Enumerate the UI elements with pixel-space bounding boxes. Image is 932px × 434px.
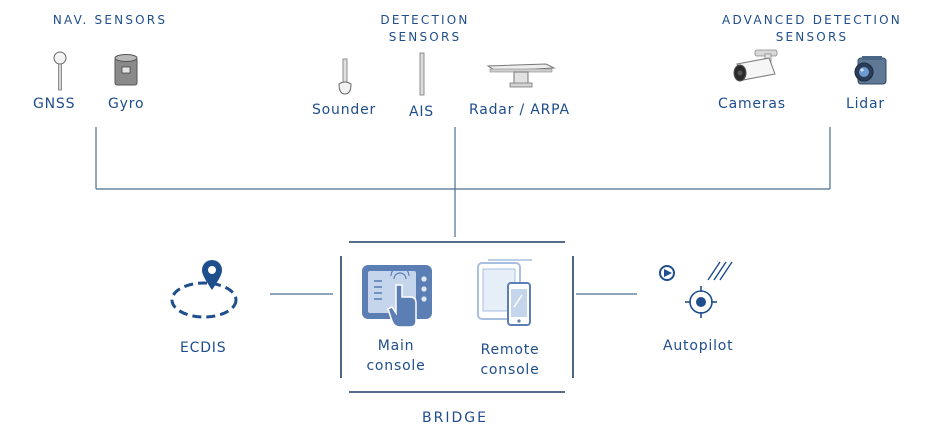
main-console-icon — [362, 265, 432, 328]
remote-console-label-line2: console — [480, 362, 540, 378]
gyro-icon — [114, 54, 138, 86]
camera-icon — [733, 49, 778, 82]
remote-console-icon — [477, 259, 532, 326]
ecdis-label: ECDIS — [180, 340, 227, 356]
lidar-icon — [854, 56, 887, 85]
bridge-frame — [340, 241, 574, 393]
lidar-label: Lidar — [846, 96, 885, 112]
advanced-detection-heading-line2: SENSORS — [775, 30, 849, 44]
radar-icon — [486, 63, 556, 88]
gnss-label: GNSS — [33, 96, 76, 112]
bridge-label: BRIDGE — [422, 410, 488, 426]
autopilot-label: Autopilot — [663, 338, 734, 354]
sounder-label: Sounder — [312, 102, 377, 118]
ais-label: AIS — [409, 104, 434, 120]
cameras-label: Cameras — [718, 96, 786, 112]
detection-sensors-heading-line1: DETECTION — [380, 13, 470, 27]
remote-console-label-line1: Remote — [480, 342, 540, 358]
ais-antenna-icon — [419, 52, 425, 96]
main-console-label-line2: console — [366, 358, 426, 374]
gnss-antenna-icon — [53, 51, 67, 91]
gyro-label: Gyro — [108, 96, 145, 112]
advanced-detection-heading-line1: ADVANCED DETECTION — [722, 13, 902, 27]
main-console-label-line1: Main — [377, 338, 415, 354]
autopilot-icon — [659, 261, 733, 318]
detection-sensors-heading-line2: SENSORS — [388, 30, 462, 44]
nav-sensors-heading: NAV. SENSORS — [52, 13, 168, 27]
radar-arpa-label: Radar / ARPA — [469, 102, 570, 118]
sounder-icon — [338, 58, 352, 95]
ecdis-pin-icon — [170, 260, 238, 319]
